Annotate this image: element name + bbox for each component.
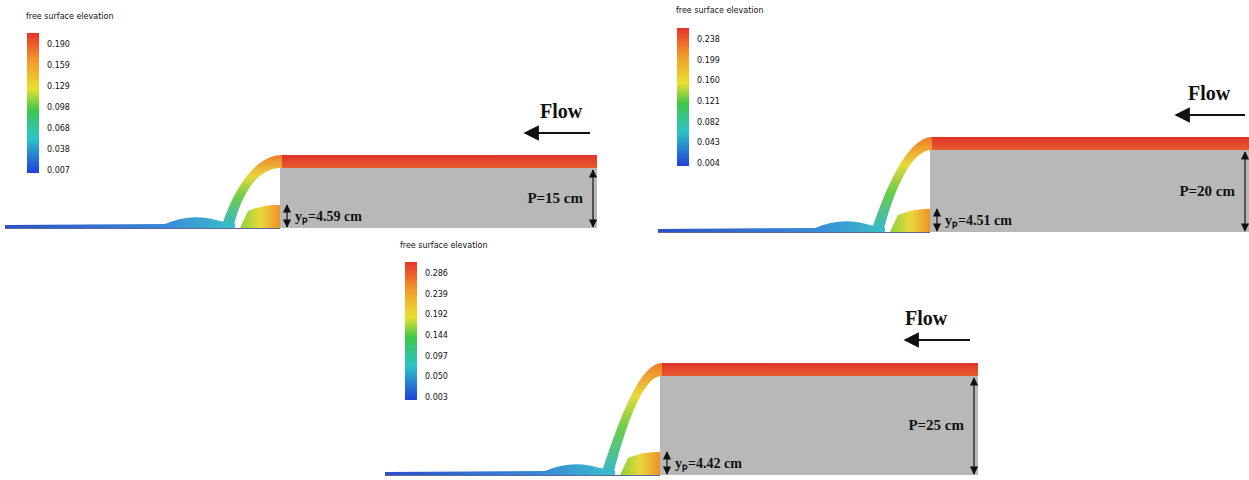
colorbar-tick: 0.050 <box>425 372 448 381</box>
height-label: P=25 cm <box>908 417 964 434</box>
weir-panel <box>658 28 1249 233</box>
height-label: P=15 cm <box>527 190 583 207</box>
colorbar-tick: 0.003 <box>425 393 448 402</box>
upstream-water <box>280 155 597 168</box>
weir-panel <box>385 262 978 476</box>
downstream-water <box>385 464 615 475</box>
dimension-arrow <box>936 209 937 231</box>
depth-label: yₚ=4.42 cm <box>675 453 742 472</box>
pool <box>240 205 280 228</box>
nappe <box>222 155 282 225</box>
colorbar-title: free surface elevation <box>676 6 763 15</box>
channel-bed <box>5 228 280 229</box>
colorbar-title: free surface elevation <box>26 12 113 21</box>
flow-arrow <box>525 132 590 134</box>
colorbar-tick: 0.239 <box>425 289 448 298</box>
downstream-water <box>658 221 885 232</box>
upstream-water <box>660 363 978 376</box>
colorbar-tick: 0.082 <box>697 117 720 126</box>
depth-label: yₚ=4.51 cm <box>945 210 1012 229</box>
colorbar-tick: 0.159 <box>47 61 70 70</box>
height-label: P=20 cm <box>1179 183 1235 200</box>
colorbar-tick: 0.004 <box>697 159 720 168</box>
colorbar-tick: 0.129 <box>47 82 70 91</box>
flow-label: Flow <box>540 100 582 123</box>
colorbar-tick: 0.160 <box>697 76 720 85</box>
upstream-water <box>930 137 1249 150</box>
flow-arrow <box>905 339 970 341</box>
dimension-arrow <box>592 170 593 227</box>
pool <box>620 452 660 475</box>
flow-label: Flow <box>1188 82 1230 105</box>
colorbar-tick: 0.007 <box>47 166 70 175</box>
colorbar <box>677 28 689 166</box>
channel-bed <box>658 232 930 233</box>
colorbar-tick: 0.286 <box>425 269 448 278</box>
weir-block <box>280 168 597 228</box>
colorbar-tick: 0.190 <box>47 40 70 49</box>
dimension-arrow <box>286 205 287 227</box>
channel-bed <box>385 475 660 476</box>
colorbar <box>27 33 39 173</box>
colorbar <box>405 262 417 400</box>
colorbar-title: free surface elevation <box>400 241 487 250</box>
colorbar-tick: 0.043 <box>697 138 720 147</box>
weir-block <box>660 376 978 475</box>
colorbar-tick: 0.121 <box>697 97 720 106</box>
dimension-arrow <box>1244 152 1245 231</box>
pool <box>890 209 930 232</box>
depth-label: yₚ=4.59 cm <box>295 206 362 225</box>
colorbar-tick: 0.038 <box>47 145 70 154</box>
weir-panel <box>5 33 597 229</box>
nappe <box>872 137 932 229</box>
dimension-arrow <box>973 378 974 474</box>
flow-arrow <box>1176 114 1245 116</box>
colorbar-tick: 0.097 <box>425 351 448 360</box>
colorbar-tick: 0.238 <box>697 35 720 44</box>
weir-block <box>930 150 1249 232</box>
flow-label: Flow <box>905 307 947 330</box>
colorbar-tick: 0.199 <box>697 55 720 64</box>
colorbar-tick: 0.144 <box>425 331 448 340</box>
colorbar-tick: 0.098 <box>47 103 70 112</box>
dimension-arrow <box>666 452 667 474</box>
nappe <box>602 363 662 472</box>
downstream-water <box>5 217 235 228</box>
colorbar-tick: 0.068 <box>47 124 70 133</box>
colorbar-tick: 0.192 <box>425 310 448 319</box>
